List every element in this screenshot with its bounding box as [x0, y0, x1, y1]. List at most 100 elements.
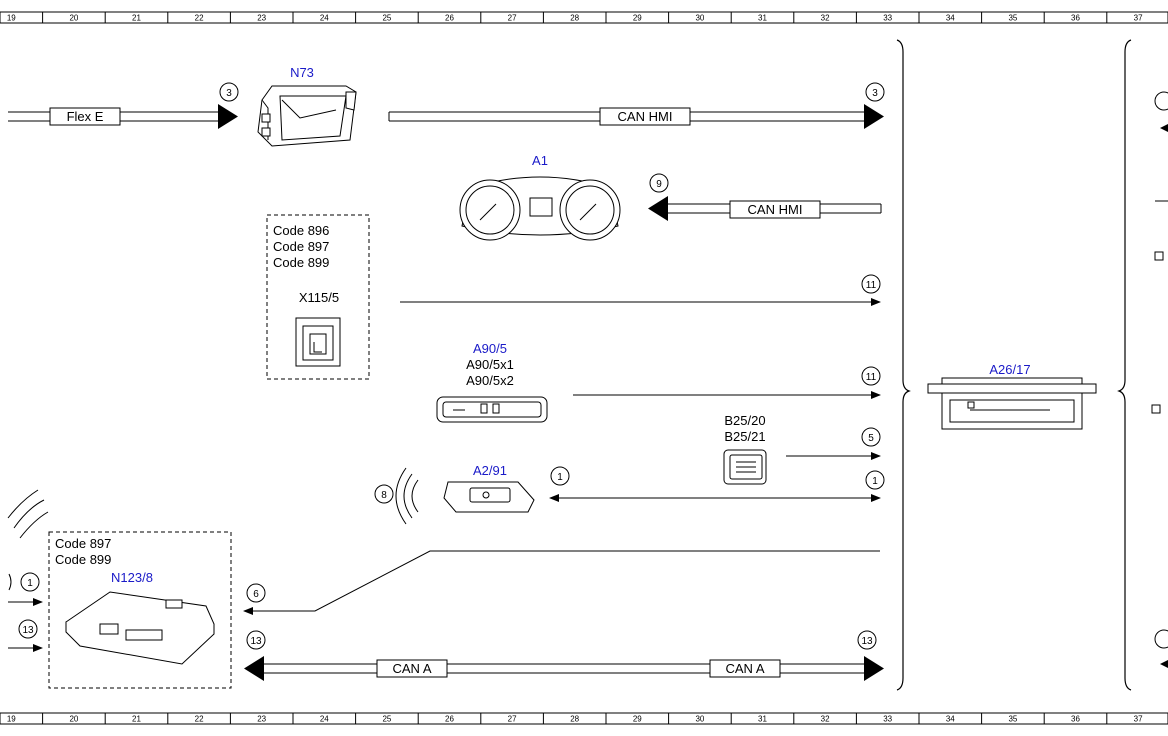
a1-label: A1 [532, 153, 548, 168]
marker-a90: 11 [861, 366, 881, 386]
marker-can-a-left: 13 [246, 630, 266, 650]
top-ruler-column-37: 37 [1134, 14, 1143, 23]
right-brace [896, 39, 911, 691]
svg-text:6: 6 [253, 589, 259, 600]
svg-text:1: 1 [872, 476, 878, 487]
edge-connector-2 [1151, 404, 1161, 414]
edge-marker-circle-2 [1154, 629, 1168, 649]
top-ruler-column-19: 19 [7, 14, 16, 23]
far-right-brace [1117, 39, 1132, 691]
marker-x115: 11 [861, 274, 881, 294]
b25-21-label: B25/21 [724, 429, 765, 444]
n123-out-wire [243, 550, 880, 615]
svg-text:13: 13 [861, 636, 873, 647]
x115-code-line-1: Code 896 [273, 223, 329, 238]
bottom-ruler-column-35: 35 [1008, 715, 1017, 724]
marker-can-hmi-top: 3 [865, 82, 885, 102]
svg-text:13: 13 [250, 636, 262, 647]
a90-5x1-label: A90/5x1 [466, 357, 514, 372]
n123-wireless-icon [7, 489, 49, 539]
n123-code-line-1: Code 897 [55, 536, 111, 551]
a1-instrument-cluster-icon [459, 176, 621, 241]
bottom-ruler-column-37: 37 [1134, 715, 1143, 724]
marker-n123-out: 6 [246, 583, 266, 603]
top-ruler-column-31: 31 [758, 14, 767, 23]
edge-arrow-icon [1160, 124, 1168, 132]
marker-n123-in1: 1 [20, 572, 40, 592]
b25-sensor-icon [723, 449, 767, 485]
top-ruler-column-21: 21 [132, 14, 141, 23]
marker-can-a-right: 13 [857, 630, 877, 650]
can-hmi-top-wire: CAN HMI [388, 104, 884, 129]
top-ruler-column-27: 27 [508, 14, 517, 23]
top-ruler-frame [0, 11, 1168, 24]
a90-module-icon [436, 396, 548, 423]
bottom-ruler-column-30: 30 [695, 715, 704, 724]
marker-a2-left: 1 [550, 466, 570, 486]
svg-text:3: 3 [872, 88, 878, 99]
can-a-right-label: CAN A [725, 661, 764, 676]
can-a-bus: CAN A CAN A [244, 656, 884, 681]
edge-connector [1154, 251, 1164, 261]
svg-text:8: 8 [381, 490, 387, 501]
a2-91-label: A2/91 [473, 463, 507, 478]
x115-code-line-3: Code 899 [273, 255, 329, 270]
bottom-ruler-frame [0, 712, 1168, 725]
svg-text:1: 1 [557, 472, 563, 483]
n123-partial-circle [8, 573, 12, 591]
n123-8-label: N123/8 [111, 570, 153, 585]
usb-socket-icon [295, 317, 341, 367]
bottom-ruler-column-33: 33 [883, 715, 892, 724]
n73-switch-icon [257, 85, 357, 147]
a2-91-wireless-icon [395, 467, 419, 525]
svg-text:3: 3 [226, 88, 232, 99]
svg-text:11: 11 [866, 280, 877, 291]
top-ruler-column-32: 32 [821, 14, 830, 23]
svg-text:13: 13 [22, 625, 34, 636]
bottom-ruler-column-32: 32 [821, 715, 830, 724]
top-ruler-column-34: 34 [946, 14, 955, 23]
bottom-ruler-column-25: 25 [382, 715, 391, 724]
top-ruler-column-22: 22 [195, 14, 204, 23]
can-hmi-a1-label: CAN HMI [748, 202, 803, 217]
bottom-ruler-column-20: 20 [69, 715, 78, 724]
top-ruler-column-35: 35 [1008, 14, 1017, 23]
bottom-ruler-column-36: 36 [1071, 715, 1080, 724]
bottom-ruler-column-19: 19 [7, 715, 16, 724]
n123-module-icon [65, 591, 215, 665]
top-ruler-column-36: 36 [1071, 14, 1080, 23]
top-ruler-column-30: 30 [695, 14, 704, 23]
bottom-ruler-column-22: 22 [195, 715, 204, 724]
bottom-ruler-column-31: 31 [758, 715, 767, 724]
svg-text:9: 9 [656, 179, 662, 190]
svg-text:5: 5 [868, 433, 874, 444]
edge-arrow-icon-2 [1160, 660, 1168, 668]
top-ruler-column-29: 29 [633, 14, 642, 23]
flex-e-wire: Flex E [8, 104, 238, 129]
n123-code-box [48, 531, 232, 689]
bottom-ruler-column-27: 27 [508, 715, 517, 724]
flex-e-label: Flex E [67, 109, 104, 124]
can-hmi-a1-wire: CAN HMI [648, 196, 882, 221]
marker-b25: 5 [861, 427, 881, 447]
can-a-left-label: CAN A [392, 661, 431, 676]
svg-text:11: 11 [866, 372, 877, 383]
a90-5x2-label: A90/5x2 [466, 373, 514, 388]
svg-text:1: 1 [27, 578, 33, 589]
a26-17-module-icon [927, 377, 1097, 430]
bottom-ruler-column-21: 21 [132, 715, 141, 724]
marker-flex-e: 3 [219, 82, 239, 102]
bottom-ruler-column-34: 34 [946, 715, 955, 724]
can-hmi-top-label: CAN HMI [618, 109, 673, 124]
marker-a2-right: 1 [865, 470, 885, 490]
x115-label: X115/5 [299, 290, 339, 305]
marker-n123-in2: 13 [18, 619, 38, 639]
top-ruler-column-25: 25 [382, 14, 391, 23]
a90-5-label: A90/5 [473, 341, 507, 356]
a26-17-label: A26/17 [989, 362, 1030, 377]
top-ruler-column-26: 26 [445, 14, 454, 23]
top-ruler-column-28: 28 [570, 14, 579, 23]
n73-label: N73 [290, 65, 314, 80]
